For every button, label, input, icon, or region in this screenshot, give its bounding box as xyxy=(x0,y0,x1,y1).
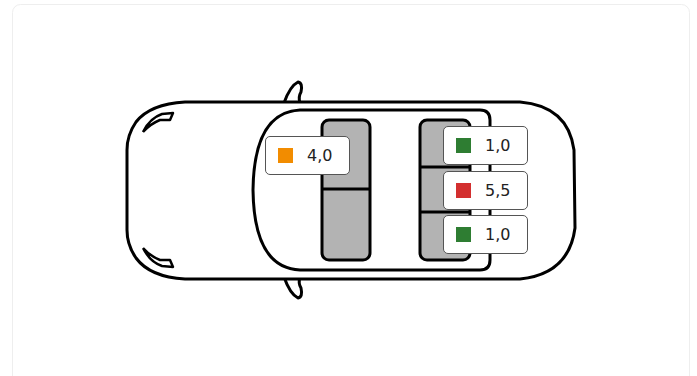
headlight xyxy=(143,248,173,267)
color-square xyxy=(456,138,471,153)
headlight xyxy=(143,113,173,132)
side-mirror xyxy=(284,82,302,103)
seat-divider xyxy=(420,211,470,214)
color-square xyxy=(278,148,293,163)
seat-value-box: 1,0 xyxy=(443,215,528,254)
color-square xyxy=(456,227,471,242)
car-body xyxy=(127,102,575,279)
seat-value-box: 4,0 xyxy=(265,136,350,175)
seat-value-box: 5,5 xyxy=(443,171,528,210)
seat-value: 5,5 xyxy=(485,181,510,200)
seat-divider xyxy=(420,166,470,169)
seat-value: 4,0 xyxy=(307,146,332,165)
seat-value-box: 1,0 xyxy=(443,126,528,165)
seat-divider xyxy=(322,188,370,191)
card-frame xyxy=(13,5,690,376)
seat-value: 1,0 xyxy=(485,225,510,244)
color-square xyxy=(456,183,471,198)
seat-value: 1,0 xyxy=(485,136,510,155)
